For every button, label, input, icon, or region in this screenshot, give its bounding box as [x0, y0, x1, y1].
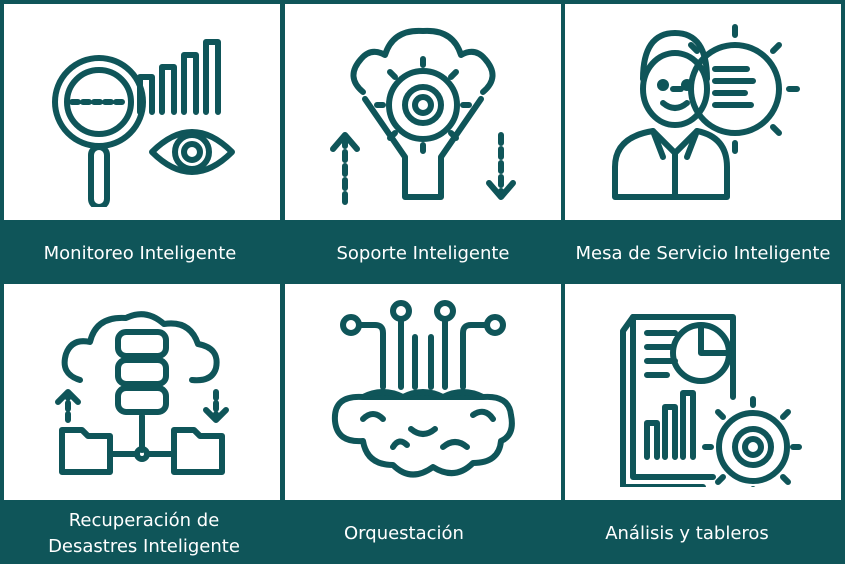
label-text: Análisis y tableros [605, 523, 769, 544]
tile-mesa-servicio [565, 4, 841, 220]
label-recuperacion: Recuperación de Desastres Inteligente [0, 504, 288, 564]
label-mesa-servicio: Mesa de Servicio Inteligente [561, 228, 845, 280]
label-text: Mesa de Servicio Inteligente [575, 243, 831, 264]
brain-circuit-icon [331, 300, 515, 478]
magnifier-chart-eye-icon [52, 39, 235, 207]
cloud-gear-funnel-icon [330, 27, 516, 205]
label-orquestacion: Orquestación [262, 504, 546, 564]
label-analisis: Análisis y tableros [545, 504, 829, 564]
tile-analisis [565, 284, 841, 500]
label-text: Soporte Inteligente [336, 243, 510, 264]
report-chart-gear-icon [620, 314, 802, 487]
tile-recuperacion [4, 284, 280, 500]
cloud-database-folders-icon [55, 311, 229, 475]
label-text: Orquestación [344, 523, 464, 544]
label-text: Monitoreo Inteligente [43, 243, 237, 264]
person-gear-icon [612, 24, 800, 200]
label-soporte: Soporte Inteligente [281, 228, 565, 280]
tile-monitoreo [4, 4, 280, 220]
label-monitoreo: Monitoreo Inteligente [0, 228, 280, 280]
tile-orquestacion [285, 284, 561, 500]
label-text-line2: Desastres Inteligente [48, 536, 240, 557]
label-text-line1: Recuperación de [68, 510, 220, 531]
tile-soporte [285, 4, 561, 220]
